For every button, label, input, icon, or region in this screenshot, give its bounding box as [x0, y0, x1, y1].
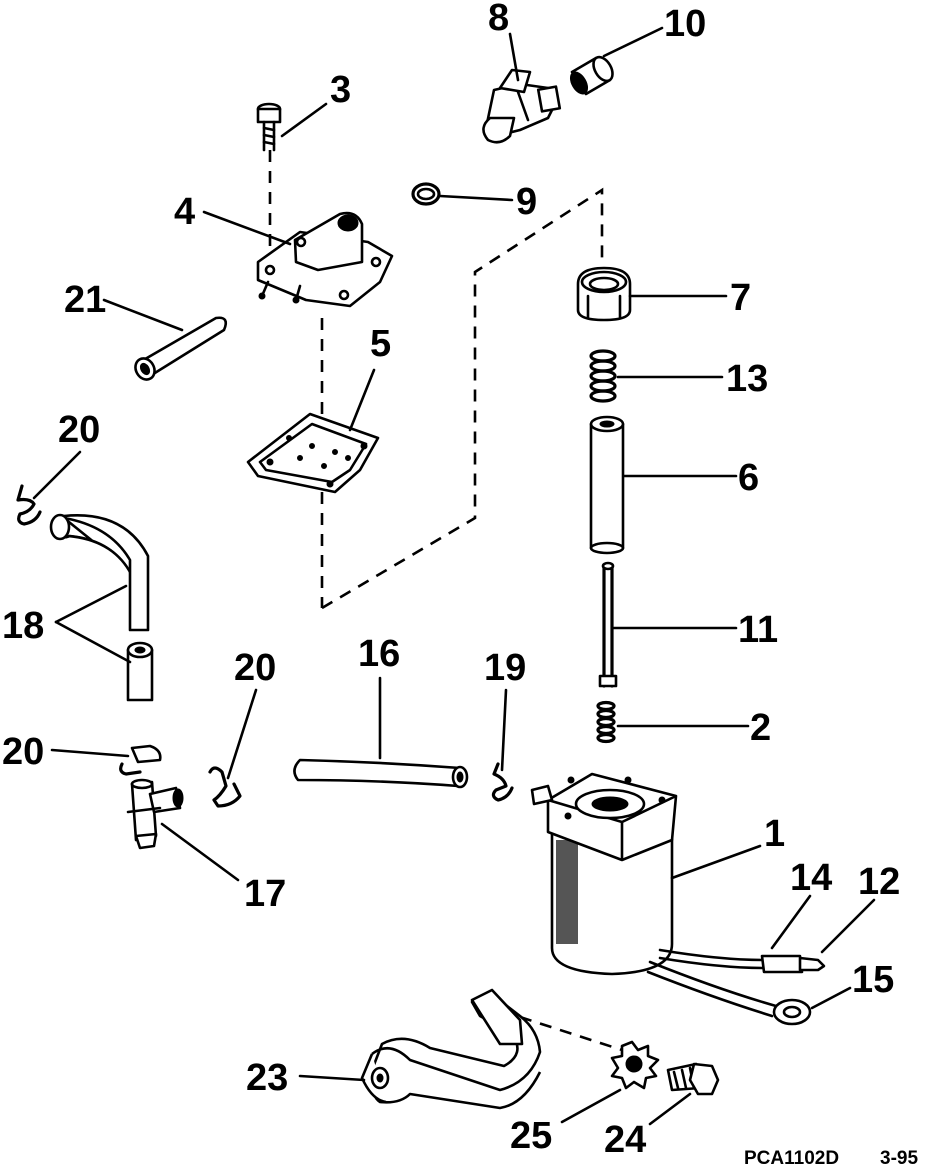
callout-13: 13 [726, 358, 768, 400]
diaphragm-part [246, 412, 380, 494]
small-spring-part [596, 700, 616, 744]
callout-20-middle: 20 [234, 647, 276, 689]
callout-14: 14 [790, 857, 832, 899]
hose-clip-part-upper [16, 484, 42, 526]
hose-clip-part-left [119, 744, 162, 776]
callout-24: 24 [604, 1119, 646, 1161]
retainer-part [576, 266, 632, 322]
figure-footer: PCA1102D 3-95 [744, 1148, 918, 1169]
callout-18: 18 [2, 605, 44, 647]
callout-11: 11 [738, 609, 778, 651]
wire-clip-part [491, 762, 514, 802]
pin-part [598, 561, 618, 688]
callout-10: 10 [664, 3, 706, 45]
bolt-part [666, 1062, 720, 1096]
figure-code: PCA1102D [744, 1148, 839, 1169]
callout-9: 9 [516, 181, 537, 223]
callout-6: 6 [738, 457, 759, 499]
callout-20-upper: 20 [58, 409, 100, 451]
short-hose-part [134, 316, 228, 381]
leader-lines [32, 26, 876, 1126]
callout-8: 8 [488, 0, 509, 39]
callout-1: 1 [764, 813, 785, 855]
straight-hose-part [126, 641, 154, 702]
callout-20-left: 20 [2, 731, 44, 773]
mounting-bracket-part [360, 988, 542, 1110]
star-washer-part [610, 1040, 660, 1090]
callout-21: 21 [64, 279, 106, 321]
o-ring-part [411, 182, 441, 206]
callout-25: 25 [510, 1115, 552, 1157]
tee-fitting-part [126, 778, 184, 850]
lead-wire-part [658, 948, 826, 974]
callout-numbers: 3 8 10 9 4 21 5 7 13 6 11 2 20 18 20 17 … [2, 0, 900, 1161]
callout-15: 15 [852, 959, 894, 1001]
callout-2: 2 [750, 707, 771, 749]
long-hose-part [293, 758, 469, 789]
hose-clip-part-middle [208, 766, 242, 808]
callout-5: 5 [370, 323, 391, 365]
spring-part [589, 349, 617, 403]
plunger-tube-part [589, 415, 625, 555]
callout-12: 12 [858, 861, 900, 903]
callout-23: 23 [246, 1057, 288, 1099]
screw-part [256, 102, 282, 152]
bent-hose-part [49, 513, 150, 632]
valve-fitting-part [482, 68, 562, 144]
callout-17: 17 [244, 873, 286, 915]
callout-16: 16 [358, 633, 400, 675]
callout-3: 3 [330, 69, 351, 111]
ground-wire-part [646, 960, 812, 1026]
figure-date: 3-95 [880, 1148, 918, 1169]
pump-cover-part [256, 211, 394, 308]
callout-7: 7 [730, 277, 751, 319]
cap-part [569, 55, 614, 96]
callout-4: 4 [174, 191, 195, 233]
pump-body-part [530, 772, 678, 976]
callout-19: 19 [484, 647, 526, 689]
